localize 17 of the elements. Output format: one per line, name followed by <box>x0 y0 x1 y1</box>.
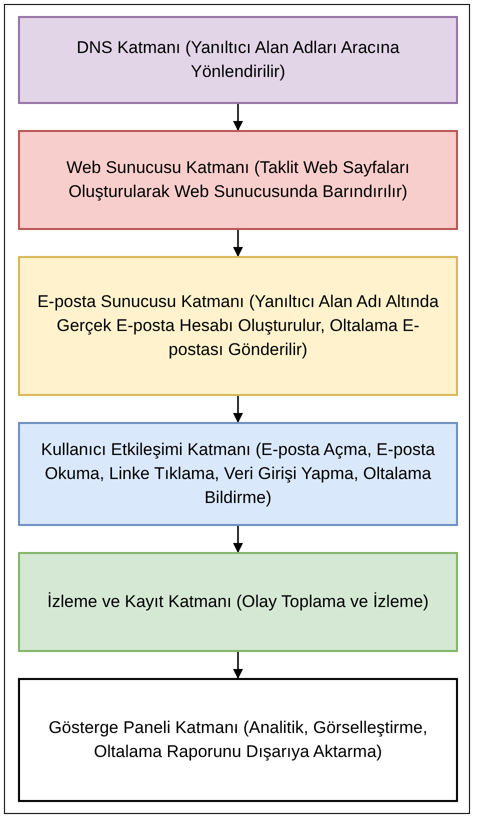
arrow <box>233 230 243 257</box>
layer-box <box>18 130 458 230</box>
layer-label: E-posta Sunucusu Katmanı (Yanıltıcı Alan Adı Altında Gerçek E-posta Hesabı Oluşturulur, Oltalama E-postası Gönderilir) <box>36 291 440 361</box>
arrow <box>233 104 243 131</box>
layer-box <box>18 256 458 396</box>
layer-box <box>18 678 458 802</box>
layer-box <box>18 552 458 652</box>
arrow <box>233 652 243 679</box>
arrow <box>233 526 243 553</box>
layer-box <box>18 16 458 104</box>
layer-box <box>18 422 458 526</box>
layer-label: Web Sunucusu Katmanı (Taklit Web Sayfaları Oluşturularak Web Sunucusunda Barındırılır) <box>65 157 411 203</box>
layer-label: İzleme ve Kayıt Katmanı (Olay Toplama ve İzleme) <box>47 591 429 613</box>
layer-label: Kullanıcı Etkileşimi Katmanı (E-posta Açma, E-posta Okuma, Linke Tıklama, Veri Girişi Yapma, Oltalama Bildirme) <box>40 439 436 509</box>
layer-label: Gösterge Paneli Katmanı (Analitik, Görselleştirme, Oltalama Raporunu Dışarıya Aktarma) <box>48 717 428 763</box>
arrow <box>233 396 243 423</box>
layer-label: DNS Katmanı (Yanıltıcı Alan Adları Aracına Yönlendirilir) <box>76 37 400 83</box>
